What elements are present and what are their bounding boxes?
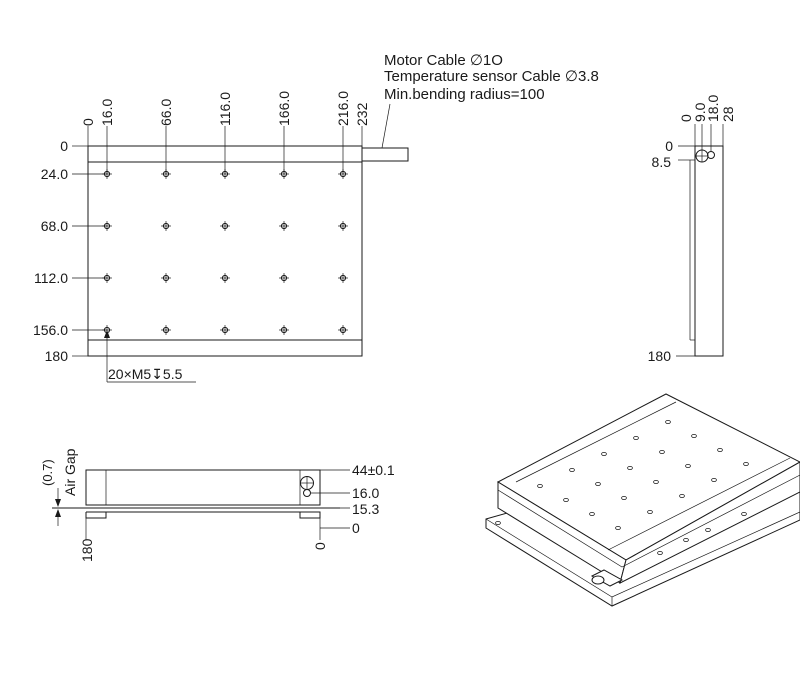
note-temperature-cable: Temperature sensor Cable ∅3.8 <box>384 68 599 85</box>
front-dim-bottom-0: 0 <box>312 542 328 550</box>
front-view: (0.7) Air Gap 44±0.1 16.0 15.3 0 180 0 <box>40 448 395 562</box>
iso-hole <box>653 479 659 484</box>
mounting-hole <box>279 169 289 179</box>
cable-notes: Motor Cable ∅1O Temperature sensor Cable… <box>381 52 599 149</box>
top-view-y-extension-lines <box>72 145 107 357</box>
front-dim-0: 0 <box>352 520 360 536</box>
cable-stub <box>361 147 409 162</box>
y-dim-0: 0 <box>60 138 68 154</box>
air-gap-label: Air Gap <box>62 448 78 496</box>
y-dim-180: 180 <box>45 348 69 364</box>
mounting-hole <box>161 325 171 335</box>
y-dim-112: 112.0 <box>34 270 68 286</box>
iso-base-hole <box>741 512 747 517</box>
iso-base-hole <box>705 528 711 533</box>
mounting-hole <box>161 273 171 283</box>
front-dim-44: 44±0.1 <box>352 462 395 478</box>
mounting-hole <box>220 169 230 179</box>
mounting-hole <box>102 273 112 283</box>
mounting-hole <box>102 169 112 179</box>
mounting-hole <box>338 221 348 231</box>
mounting-hole <box>279 221 289 231</box>
x-dim-232: 232 <box>354 102 370 126</box>
mounting-hole <box>220 325 230 335</box>
front-view-port-small <box>303 489 311 497</box>
isometric-view <box>485 393 800 607</box>
front-dim-15-3: 15.3 <box>352 501 379 517</box>
iso-hole <box>691 433 697 438</box>
y-dim-68: 68.0 <box>41 218 68 234</box>
iso-hole <box>685 463 691 468</box>
front-view-body <box>85 469 321 506</box>
side-view-outline <box>694 145 724 357</box>
mounting-hole <box>220 273 230 283</box>
iso-hole <box>665 419 671 424</box>
iso-hole <box>569 467 575 472</box>
iso-base-hole <box>683 538 689 543</box>
top-view-y-dimension-labels: 0 24.0 68.0 112.0 156.0 180 <box>33 138 68 364</box>
side-view-right: 0 9.0 18.0 28 0 8.5 180 <box>648 95 736 364</box>
y-dim-24: 24.0 <box>41 166 68 182</box>
x-dim-216: 216.0 <box>335 91 351 126</box>
mounting-hole <box>102 221 112 231</box>
note-motor-cable: Motor Cable ∅1O <box>384 52 503 69</box>
x-dim-166: 166.0 <box>276 91 292 126</box>
side-dim-18: 18.0 <box>705 95 721 122</box>
air-gap-value: (0.7) <box>40 459 55 486</box>
iso-hole <box>711 477 717 482</box>
iso-carriage-front-side <box>619 461 800 584</box>
iso-hole <box>679 493 685 498</box>
mounting-hole <box>279 273 289 283</box>
iso-hole <box>615 526 621 531</box>
iso-hole <box>647 509 653 514</box>
mounting-hole <box>161 221 171 231</box>
iso-base-hole <box>657 551 663 556</box>
front-view-base <box>85 512 107 519</box>
y-dim-156: 156.0 <box>33 322 68 338</box>
iso-hole <box>563 497 569 502</box>
x-dim-0: 0 <box>80 118 96 126</box>
iso-hole <box>717 447 723 452</box>
mounting-hole <box>161 169 171 179</box>
note-leader-line <box>381 103 391 149</box>
motor-cable-port <box>707 151 715 159</box>
x-dim-66: 66.0 <box>158 99 174 126</box>
side-left-dim-0: 0 <box>665 138 673 154</box>
iso-base-hole <box>495 521 501 526</box>
top-view-x-extension-lines <box>87 126 363 174</box>
top-view-x-dimension-labels: 0 16.0 66.0 116.0 166.0 216.0 232 <box>80 91 370 126</box>
side-dim-0: 0 <box>678 114 694 122</box>
iso-hole <box>659 449 665 454</box>
mounting-hole <box>338 169 348 179</box>
iso-hole <box>595 481 601 486</box>
x-dim-16: 16.0 <box>99 99 115 126</box>
iso-cable-tube <box>590 569 624 587</box>
front-dim-16: 16.0 <box>352 485 379 501</box>
side-left-dim-8-5: 8.5 <box>652 154 672 170</box>
iso-hole <box>621 495 627 500</box>
mounting-hole <box>279 325 289 335</box>
iso-hole <box>627 465 633 470</box>
iso-mounting-holes <box>537 419 749 531</box>
hole-callout: 20×M5↧5.5 <box>104 330 196 383</box>
top-view: 0 16.0 66.0 116.0 166.0 216.0 232 0 24.0… <box>33 91 409 383</box>
side-dim-28: 28 <box>720 106 736 122</box>
x-dim-116: 116.0 <box>217 92 233 126</box>
iso-hole <box>601 451 607 456</box>
iso-hole <box>743 461 749 466</box>
mounting-hole-grid <box>102 169 348 335</box>
iso-hole <box>537 483 543 488</box>
mounting-hole <box>338 325 348 335</box>
note-bending-radius: Min.bending radius=100 <box>384 86 545 103</box>
side-dim-9: 9.0 <box>692 102 708 122</box>
hole-callout-text: 20×M5↧5.5 <box>108 366 183 382</box>
side-left-dim-180: 180 <box>648 348 672 364</box>
mounting-hole <box>220 221 230 231</box>
mounting-hole <box>338 273 348 283</box>
iso-base-holes <box>495 512 747 556</box>
iso-hole <box>633 435 639 440</box>
front-dim-180: 180 <box>79 538 95 562</box>
iso-hole <box>589 512 595 517</box>
